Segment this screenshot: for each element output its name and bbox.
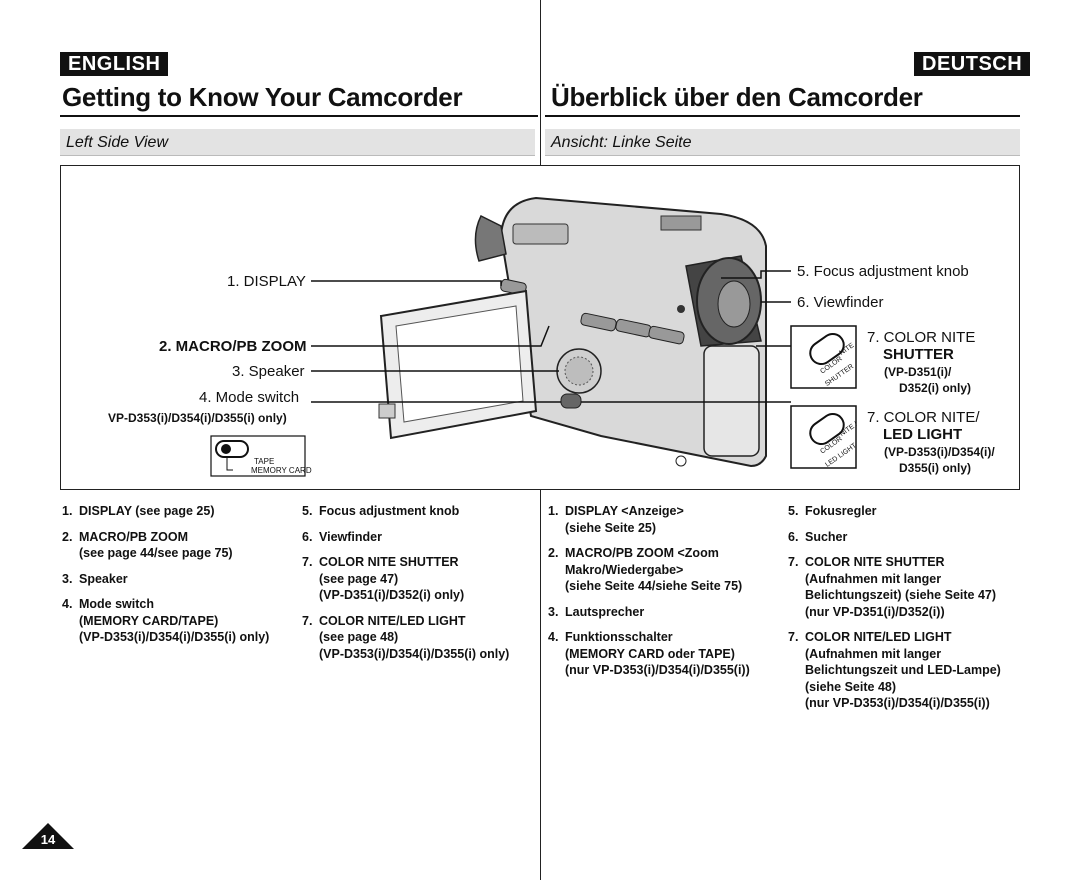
legend-item: 6.Viewfinder (302, 529, 382, 544)
lang-badge-deutsch: DEUTSCH (914, 52, 1031, 76)
top-window (512, 223, 569, 245)
legend-item: 3.Lautsprecher (548, 604, 645, 619)
camcorder-illustration (210, 196, 857, 477)
color-nite-shutter-button (809, 332, 845, 366)
callout-color-nite-shutter-1: 7. COLOR NITE (867, 329, 976, 346)
callout-display: 1. DISPLAY (227, 273, 306, 290)
legend-item: 4.Mode switch (MEMORY CARD/TAPE) (VP-D35… (62, 597, 270, 644)
legend-item: 2.MACRO/PB ZOOM (see page 44/see page 75… (62, 529, 233, 561)
focus-knob (677, 305, 685, 313)
section-heading-de: Ansicht: Linke Seite (545, 129, 1020, 156)
legend-item: 7.COLOR NITE/LED LIGHT (see page 48) (VP… (302, 613, 510, 661)
legend-de-col2: 5.Fokusregler 6.Sucher 7.COLOR NITE SHUT… (788, 503, 1028, 721)
callout-color-nite-shutter-2: SHUTTER (883, 346, 954, 363)
callout-mode-switch-models: VP-D353(i)/D354(i)/D355(i) only) (108, 411, 287, 425)
callout-viewfinder: 6. Viewfinder (797, 294, 884, 311)
title-rule-en (60, 115, 538, 117)
legend-en-col2: 5.Focus adjustment knob 6.Viewfinder 7.C… (302, 503, 532, 671)
callout-color-nite-shutter-3: (VP-D351(i)/ (884, 365, 952, 379)
mode-memory-card-label: MEMORY CARD (251, 466, 312, 475)
mode-switch-diagram-knob (215, 440, 249, 458)
legend-item: 5.Focus adjustment knob (302, 504, 460, 518)
legend-item: 7.COLOR NITE SHUTTER (see page 47) (VP-D… (302, 555, 465, 602)
title-rule-de (545, 115, 1020, 117)
lens-hood (474, 214, 507, 262)
page-number: 14 (40, 832, 56, 847)
camcorder-figure: 1. DISPLAY 2. MACRO/PB ZOOM 3. Speaker 4… (60, 165, 1020, 490)
callout-mode-switch: 4. Mode switch (199, 389, 300, 406)
lang-badge-english: ENGLISH (60, 52, 169, 76)
mode-switch-body (560, 393, 582, 409)
callout-speaker: 3. Speaker (232, 363, 305, 380)
callout-color-nite-led-3: (VP-D353(i)/D354(i)/ (884, 445, 995, 459)
callout-focus-knob: 5. Focus adjustment knob (797, 263, 969, 280)
legend-item: 1.DISPLAY <Anzeige> (siehe Seite 25) (548, 504, 684, 535)
screw (675, 455, 687, 467)
legend-de-col1: 1.DISPLAY <Anzeige> (siehe Seite 25) 2.M… (548, 503, 778, 688)
legend-item: 3.Speaker (62, 571, 128, 586)
page-title-en: Getting to Know Your Camcorder (62, 82, 463, 112)
legend-item: 7.COLOR NITE/LED LIGHT (Aufnahmen mit la… (788, 630, 1001, 710)
eyepiece (717, 280, 751, 328)
page-title-de: Überblick über den Camcorder (551, 82, 923, 112)
legend-item: 1.DISPLAY (see page 25) (62, 504, 215, 518)
mode-tape-label: TAPE (254, 457, 275, 466)
callout-color-nite-led-1: 7. COLOR NITE/ (867, 409, 980, 426)
legend-item: 2.MACRO/PB ZOOM <Zoom Makro/Wiedergabe> … (548, 546, 743, 593)
legend-item: 5.Fokusregler (788, 504, 877, 518)
legend-item: 7.COLOR NITE SHUTTER (Aufnahmen mit lang… (788, 555, 997, 619)
legend-item: 6.Sucher (788, 529, 848, 544)
grip (703, 345, 760, 457)
color-nite-led-button (809, 412, 845, 446)
section-heading-en: Left Side View (60, 129, 535, 156)
legend-item: 4.Funktionsschalter (MEMORY CARD oder TA… (548, 630, 750, 677)
callout-color-nite-shutter-4: D352(i) only) (899, 381, 972, 395)
body-button (648, 325, 685, 345)
lcd-screen (395, 305, 524, 423)
callout-macro-pb-zoom: 2. MACRO/PB ZOOM (159, 338, 307, 355)
callout-color-nite-led-2: LED LIGHT (883, 426, 963, 443)
page-number-badge (22, 823, 74, 849)
callout-color-nite-led-4: D355(i) only) (899, 461, 972, 475)
lcd-latch (378, 403, 396, 419)
legend-en-col1: 1.DISPLAY (see page 25) 2.MACRO/PB ZOOM … (62, 503, 292, 655)
top-button (660, 215, 702, 231)
